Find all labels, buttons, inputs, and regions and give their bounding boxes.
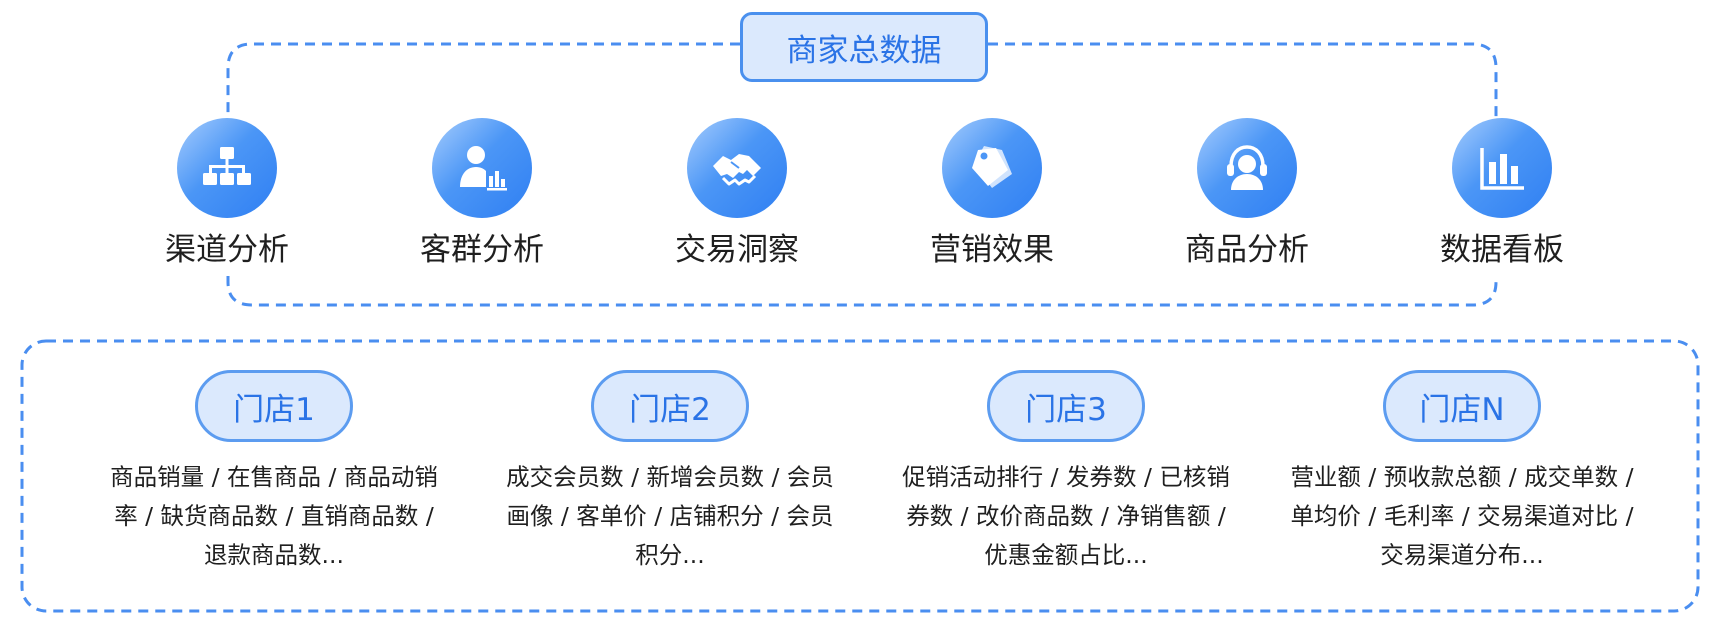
store-pill[interactable]: 门店3 — [987, 370, 1145, 442]
module-data-dashboard[interactable]: 数据看板 — [1402, 118, 1602, 270]
module-label: 营销效果 — [930, 232, 1054, 268]
store-metrics-text: 促销活动排行 / 发券数 / 已核销券数 / 改价商品数 / 净销售额 / 优惠… — [902, 463, 1230, 569]
user-stats-icon — [432, 118, 532, 218]
store-pill[interactable]: 门店2 — [591, 370, 749, 442]
store-card-1: 门店1 商品销量 / 在售商品 / 商品动销率 / 缺货商品数 / 直销商品数 … — [99, 370, 449, 575]
module-label: 数据看板 — [1440, 232, 1564, 268]
org-chart-icon — [177, 118, 277, 218]
headset-icon — [1197, 118, 1297, 218]
price-tag-icon — [942, 118, 1042, 218]
module-label: 客群分析 — [420, 232, 544, 268]
module-marketing-effect[interactable]: 营销效果 — [892, 118, 1092, 270]
module-product-analysis[interactable]: 商品分析 — [1147, 118, 1347, 270]
store-metrics-text: 商品销量 / 在售商品 / 商品动销率 / 缺货商品数 / 直销商品数 / 退款… — [110, 463, 438, 569]
store-metrics-text: 营业额 / 预收款总额 / 成交单数 / 单均价 / 毛利率 / 交易渠道对比 … — [1290, 463, 1634, 569]
module-label: 渠道分析 — [165, 232, 289, 268]
store-metrics-text: 成交会员数 / 新增会员数 / 会员画像 / 客单价 / 店铺积分 / 会员积分… — [506, 463, 834, 569]
module-label: 交易洞察 — [675, 232, 799, 268]
module-trade-insight[interactable]: 交易洞察 — [637, 118, 837, 270]
store-card-n: 门店N 营业额 / 预收款总额 / 成交单数 / 单均价 / 毛利率 / 交易渠… — [1287, 370, 1637, 575]
store-card-2: 门店2 成交会员数 / 新增会员数 / 会员画像 / 客单价 / 店铺积分 / … — [495, 370, 845, 575]
merchant-total-data-title: 商家总数据 — [740, 12, 988, 82]
store-card-3: 门店3 促销活动排行 / 发券数 / 已核销券数 / 改价商品数 / 净销售额 … — [891, 370, 1241, 575]
handshake-icon — [687, 118, 787, 218]
module-label: 商品分析 — [1185, 232, 1309, 268]
module-channel-analysis[interactable]: 渠道分析 — [127, 118, 327, 270]
store-pill[interactable]: 门店N — [1383, 370, 1541, 442]
store-pill[interactable]: 门店1 — [195, 370, 353, 442]
module-customer-analysis[interactable]: 客群分析 — [382, 118, 582, 270]
bar-chart-icon — [1452, 118, 1552, 218]
